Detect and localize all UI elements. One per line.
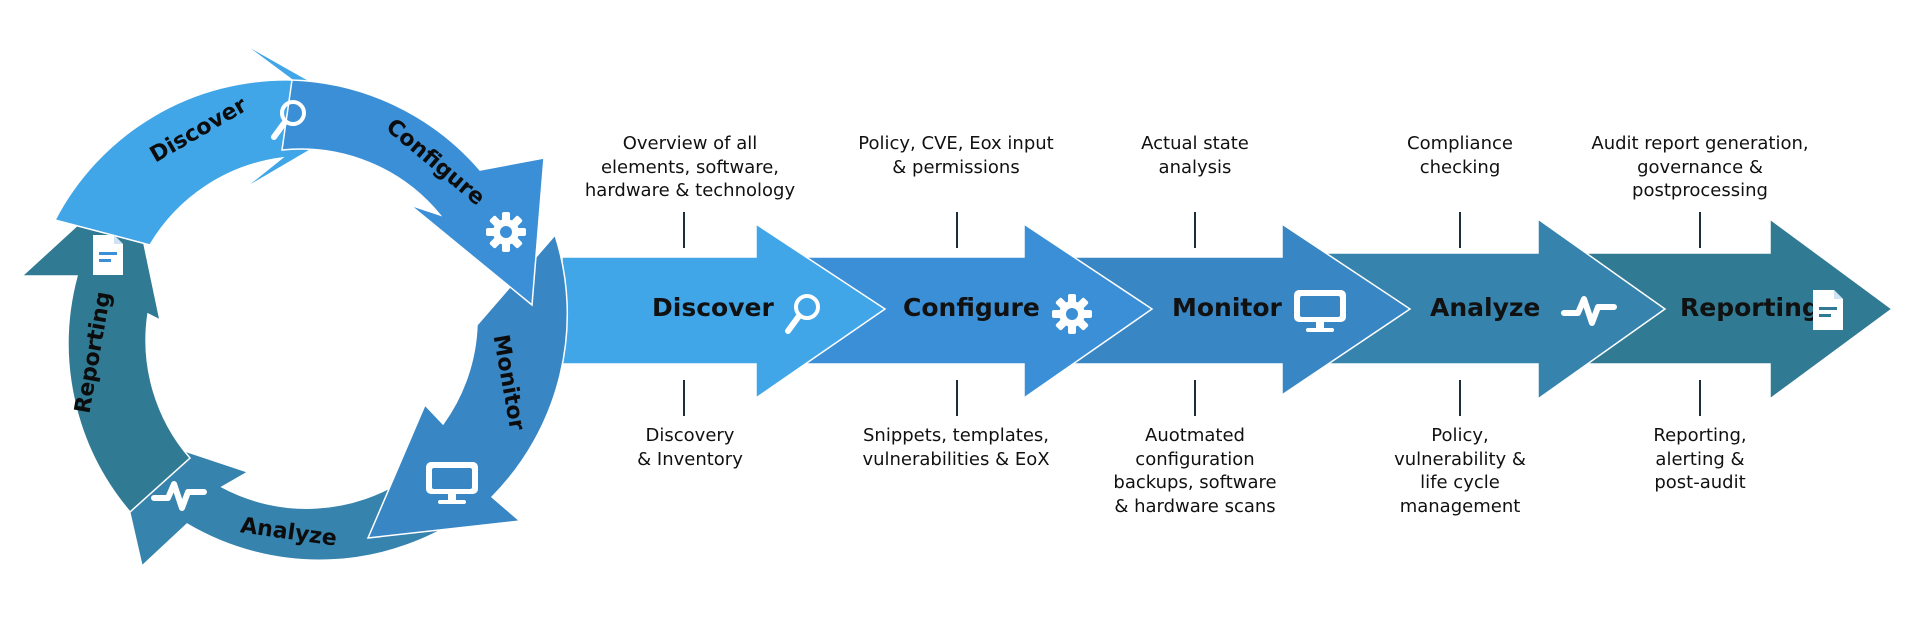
cycle-search-icon bbox=[271, 100, 306, 140]
caption-bottom-reporting: Reporting,alerting &post-audit bbox=[1653, 425, 1747, 493]
cycle-document-icon bbox=[93, 235, 123, 275]
cycle-arrow-configure bbox=[281, 79, 545, 307]
tick-top-monitor bbox=[1194, 212, 1196, 248]
stage-label-analyze: Analyze bbox=[1430, 293, 1541, 322]
caption-top-configure: Policy, CVE, Eox input& permissions bbox=[858, 133, 1054, 178]
caption-bottom-configure: Snippets, templates,vulnerabilities & Eo… bbox=[862, 425, 1050, 470]
tick-top-configure bbox=[956, 212, 958, 248]
tick-bottom-analyze bbox=[1459, 380, 1461, 416]
cycle-arrow-monitor bbox=[366, 233, 569, 539]
cycle-arrow-reporting bbox=[20, 175, 192, 514]
gear-icon bbox=[1052, 294, 1092, 334]
caption-bottom-discover: Discovery& Inventory bbox=[637, 425, 743, 470]
stage-label-monitor: Monitor bbox=[1172, 293, 1282, 322]
tick-bottom-configure bbox=[956, 380, 958, 416]
cycle-gear-icon bbox=[486, 212, 526, 252]
stage-arrow-reporting bbox=[1577, 217, 1894, 401]
tick-top-reporting bbox=[1699, 212, 1701, 248]
monitor-icon bbox=[1294, 290, 1346, 332]
stage-arrow-monitor bbox=[1063, 222, 1412, 397]
pulse-icon bbox=[1561, 296, 1617, 326]
tick-bottom-discover bbox=[683, 380, 685, 416]
stage-label-configure: Configure bbox=[903, 293, 1040, 322]
stage-arrow-discover bbox=[561, 222, 887, 400]
tick-top-analyze bbox=[1459, 212, 1461, 248]
stage-label-reporting: Reporting bbox=[1680, 293, 1820, 322]
search-icon bbox=[785, 294, 820, 334]
caption-top-reporting: Audit report generation,governance &post… bbox=[1591, 133, 1809, 201]
document-icon bbox=[1813, 290, 1843, 330]
stage-arrow-configure bbox=[799, 222, 1154, 400]
tick-bottom-monitor bbox=[1194, 380, 1196, 416]
cycle-pulse-icon bbox=[151, 481, 207, 511]
stage-label-discover: Discover bbox=[652, 293, 774, 322]
stage-arrow-analyze bbox=[1319, 217, 1667, 401]
tick-top-discover bbox=[683, 212, 685, 248]
cycle-monitor-icon bbox=[426, 462, 478, 504]
tick-bottom-reporting bbox=[1699, 380, 1701, 416]
